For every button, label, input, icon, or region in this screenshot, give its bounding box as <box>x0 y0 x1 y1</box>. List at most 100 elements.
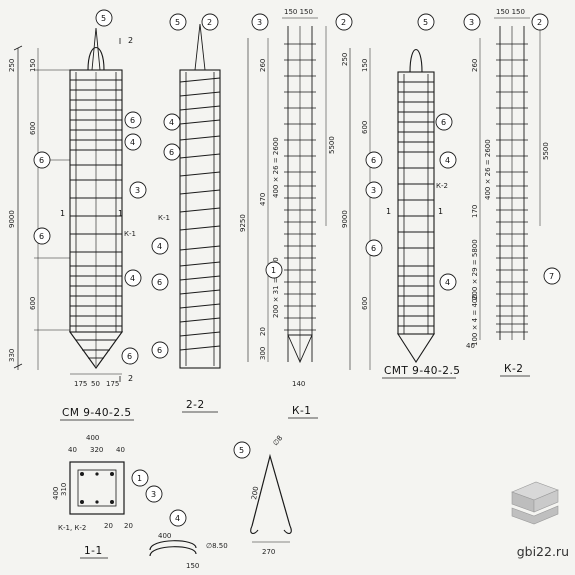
marker-5-cmt: 5 <box>417 13 435 31</box>
caption-cm: СМ 9-40-2.5 <box>62 407 132 419</box>
marker-7-k2: 7 <box>543 267 561 285</box>
k2-dim-150-150: 150 150 <box>496 8 525 16</box>
svg-text:6: 6 <box>130 116 135 125</box>
svg-text:7: 7 <box>549 272 554 281</box>
svg-text:6: 6 <box>371 244 376 253</box>
cmt-dim-600-top: 600 <box>361 121 369 134</box>
k2-dim-170: 170 <box>471 205 479 218</box>
marker-6-cmt-c: 6 <box>365 239 383 257</box>
k2-pitch-bottom: 100 × 4 = 400 <box>471 294 479 346</box>
svg-text:3: 3 <box>151 490 156 499</box>
svg-text:2: 2 <box>341 18 346 27</box>
k1-dim-9250: 9250 <box>239 214 247 232</box>
marker-1-k1: 1 <box>265 261 283 279</box>
svg-text:6: 6 <box>157 278 162 287</box>
caption-cmt: СМТ 9-40-2.5 <box>384 365 460 377</box>
k2-pitch-top: 400 × 26 = 2600 <box>484 139 492 200</box>
marker-1-s11: 1 <box>131 469 149 487</box>
marker-5-s22: 5 <box>169 13 187 31</box>
svg-text:4: 4 <box>445 156 450 165</box>
marker-6-cmt-b: 6 <box>365 151 383 169</box>
svg-text:6: 6 <box>169 148 174 157</box>
s11-dim-400-top: 400 <box>86 434 99 442</box>
dim-50: 50 <box>91 380 100 388</box>
svg-text:4: 4 <box>445 278 450 287</box>
svg-text:1: 1 <box>137 474 142 483</box>
pile-cm-elevation: 250 150 600 9000 600 330 <box>8 9 147 421</box>
k2-dim-5500: 5500 <box>542 142 550 160</box>
section-mark-2-top: 2 <box>128 36 133 45</box>
s11-k1k2: К-1, К-2 <box>58 524 86 532</box>
section-2-2: 5 2 4 6 К-1 4 6 6 2-2 <box>151 13 221 413</box>
marker-6-cm-b: 6 <box>33 151 51 169</box>
dim-150: 150 <box>29 59 37 72</box>
svg-text:5: 5 <box>101 14 106 23</box>
marker-6-cmt-a: 6 <box>435 113 453 131</box>
s11-dim-40-r: 40 <box>116 446 125 454</box>
dim-600-bottom: 600 <box>29 297 37 310</box>
bar5-dim-200: 200 <box>250 486 260 501</box>
s11-dim-400-side: 400 <box>52 487 60 500</box>
k1-dim-5500: 5500 <box>328 136 336 154</box>
k1-left-label: К-1 <box>158 214 170 222</box>
marker-4-cmt-b: 4 <box>439 273 457 291</box>
dim-600-top: 600 <box>29 122 37 135</box>
marker-3-k2: 3 <box>463 13 481 31</box>
marker-6-s22-b: 6 <box>151 273 169 291</box>
marker-6-s22-a: 6 <box>163 143 181 161</box>
logo-icon <box>511 481 559 525</box>
marker-3-k1: 3 <box>251 13 269 31</box>
svg-text:6: 6 <box>157 346 162 355</box>
k1-pitch-bottom: 200 × 31 = 6200 <box>272 257 280 318</box>
k1-dim-300: 300 <box>259 347 267 360</box>
marker-4-cm-b: 4 <box>124 269 142 287</box>
marker-4-s22-b: 4 <box>151 237 169 255</box>
k1-dim-470: 470 <box>259 193 267 206</box>
svg-text:6: 6 <box>441 118 446 127</box>
k1-pitch-top: 400 × 26 = 2600 <box>272 137 280 198</box>
svg-text:3: 3 <box>257 18 262 27</box>
watermark-site: gbi22.ru <box>516 544 569 559</box>
svg-text:1: 1 <box>271 266 276 275</box>
dim-175-right: 175 <box>106 380 119 388</box>
bar4-dim-150: 150 <box>186 562 199 570</box>
svg-text:2: 2 <box>207 18 212 27</box>
svg-text:6: 6 <box>127 352 132 361</box>
svg-text:3: 3 <box>135 186 140 195</box>
svg-text:3: 3 <box>371 186 376 195</box>
svg-text:4: 4 <box>157 242 162 251</box>
marker-3-cm: 3 <box>129 181 147 199</box>
s11-dim-20-b: 20 <box>124 522 133 530</box>
svg-text:2: 2 <box>537 18 542 27</box>
svg-text:4: 4 <box>169 118 174 127</box>
marker-4-s22-a: 4 <box>163 113 181 131</box>
k2-pitch-mid: 200 × 29 = 5800 <box>471 239 479 300</box>
svg-text:6: 6 <box>39 232 44 241</box>
section-mark-1-right: 1 <box>118 209 123 218</box>
marker-3-cmt: 3 <box>365 181 383 199</box>
dim-330: 330 <box>8 349 16 362</box>
svg-text:6: 6 <box>371 156 376 165</box>
cmt-dim-600-bottom: 600 <box>361 297 369 310</box>
cmt-section-1-left: 1 <box>386 207 391 216</box>
bar-detail-4: 400 150 ∅8.50 4 <box>149 509 228 570</box>
marker-2-k1: 2 <box>335 13 353 31</box>
caption-k1: К-1 <box>292 405 311 417</box>
pile-cmt-elevation: 250 150 600 9000 600 1 1 К-2 5 6 6 4 3 <box>341 13 460 379</box>
marker-6-s22-c: 6 <box>151 341 169 359</box>
caption-1-1: 1-1 <box>84 545 103 557</box>
marker-4-cmt-a: 4 <box>439 151 457 169</box>
section-mark-2-bottom: 2 <box>128 374 133 383</box>
dim-175-left: 175 <box>74 380 87 388</box>
cage-k1: 150 150 9250 260 470 20 400 × 26 = 2600 … <box>239 8 353 419</box>
k2-mark: К-2 <box>436 182 448 190</box>
dim-250: 250 <box>8 59 16 72</box>
bar5-dim-270: 270 <box>262 548 275 556</box>
marker-6-cm-d: 6 <box>121 347 139 365</box>
cage-k2: 150 150 260 400 × 26 = 2600 170 200 × 29… <box>463 8 561 377</box>
svg-text:4: 4 <box>130 274 135 283</box>
marker-2-k2: 2 <box>531 13 549 31</box>
svg-text:5: 5 <box>239 446 244 455</box>
